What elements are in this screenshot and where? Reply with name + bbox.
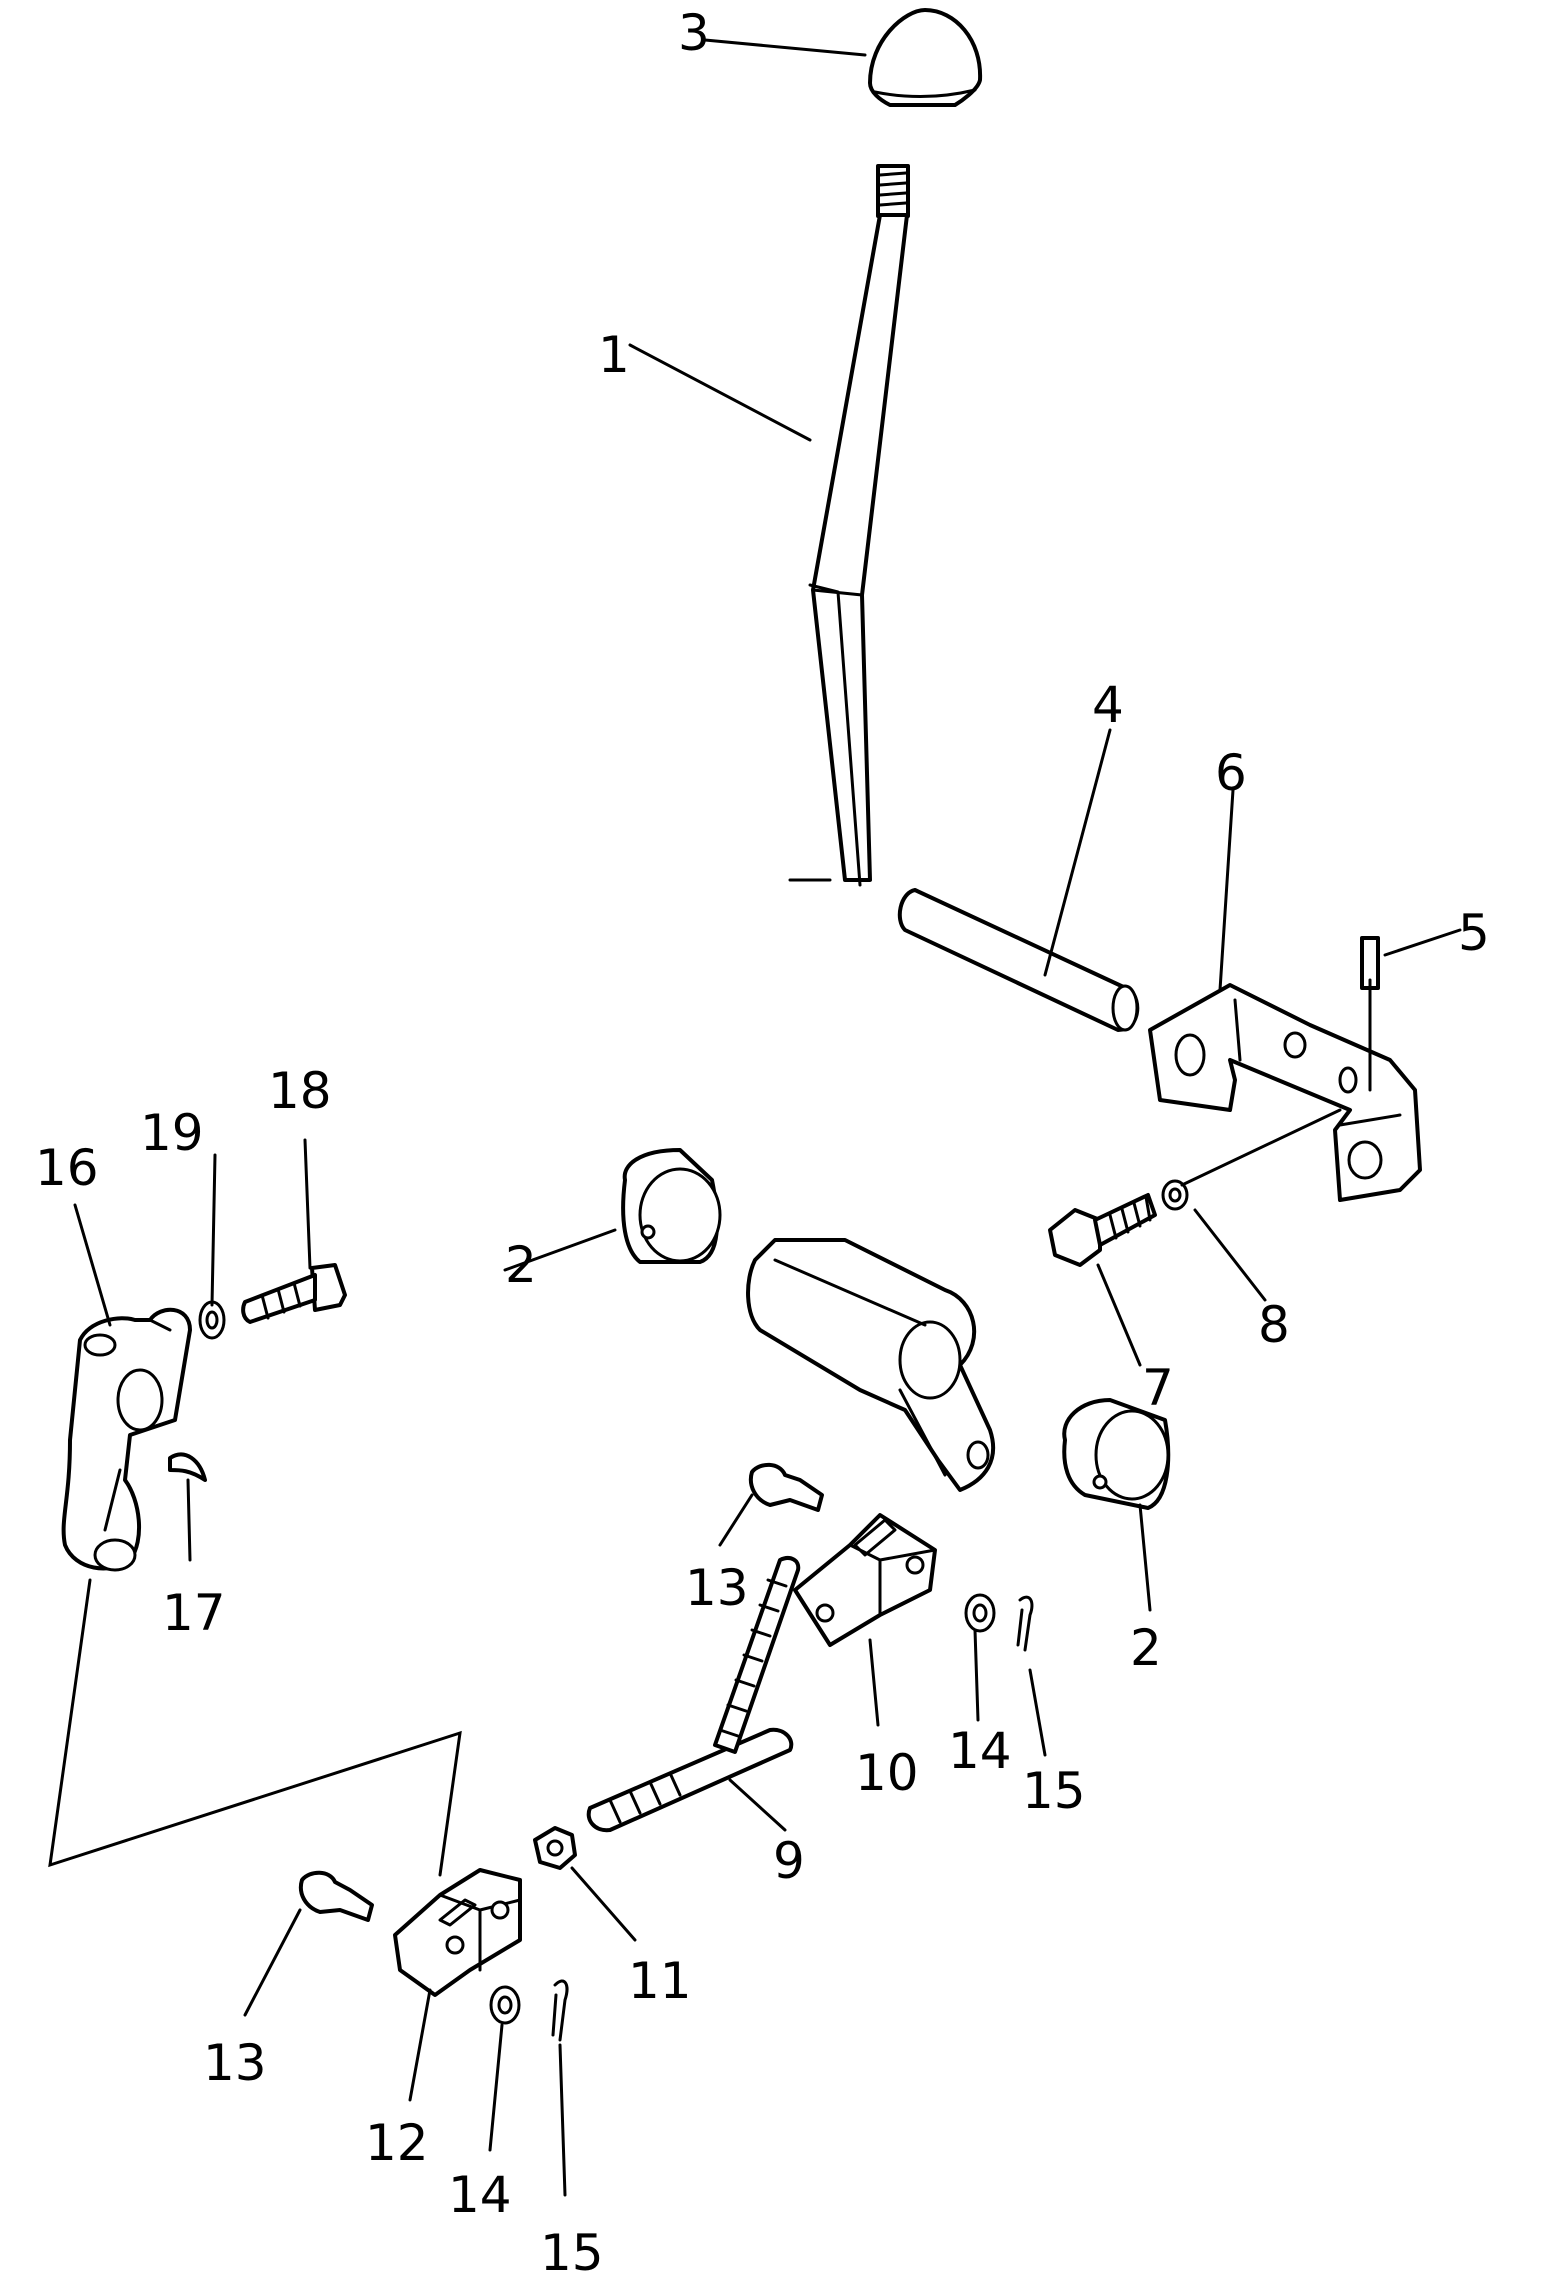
linkage-line [48,1578,462,1877]
label-13-upper: 13 [685,1559,749,1617]
part-3-knob [868,8,983,107]
label-9: 9 [773,1832,805,1890]
part-19-washer [198,1300,226,1340]
label-6: 6 [1215,744,1247,802]
part-9-rod [586,1556,801,1833]
part-1-lever [746,164,996,1492]
label-18: 18 [268,1062,332,1120]
label-10: 10 [855,1744,919,1802]
label-5: 5 [1458,904,1490,962]
part-12-clevis [393,1868,522,1997]
label-2-lower: 2 [1130,1619,1162,1677]
part-7-bolt [1048,1193,1157,1267]
part-8-washer [1161,1179,1189,1211]
label-17: 17 [162,1584,226,1642]
label-4: 4 [1092,676,1124,734]
label-1: 1 [598,326,630,384]
label-2-upper: 2 [505,1236,537,1294]
label-19: 19 [140,1104,204,1162]
part-16-arm [61,1307,192,1572]
label-14-upper: 14 [948,1722,1012,1780]
part-2-bushing-upper [621,1148,722,1264]
leader-lines [73,38,1462,2197]
part-17-key [168,1452,207,1482]
part-14-washer-upper [964,1593,996,1633]
label-14-lower: 14 [448,2166,512,2224]
part-14-washer-lower [489,1985,521,2025]
label-8: 8 [1258,1296,1290,1354]
part-4-pin [897,888,1140,1032]
part-11-nut [533,1826,577,1870]
label-15-upper: 15 [1022,1762,1086,1820]
part-13-pin-upper [749,1462,824,1512]
part-15-cotter-lower [551,1979,569,2042]
label-7: 7 [1142,1359,1174,1417]
callout-labels: 3 1 4 6 5 2 7 8 18 19 16 17 13 2 10 14 1… [35,4,1490,2282]
label-3: 3 [678,4,710,62]
part-18-bolt [241,1263,347,1324]
part-13-pin-lower [299,1870,374,1922]
label-11: 11 [628,1952,692,2010]
label-12: 12 [365,2114,429,2172]
label-16: 16 [35,1139,99,1197]
label-13-lower: 13 [203,2034,267,2092]
part-2-bushing-lower [1062,1398,1171,1510]
part-15-cotter-upper [1016,1595,1034,1652]
part-6-bracket [1148,983,1422,1202]
part-10-clevis [793,1513,937,1647]
label-15-lower: 15 [540,2224,604,2282]
